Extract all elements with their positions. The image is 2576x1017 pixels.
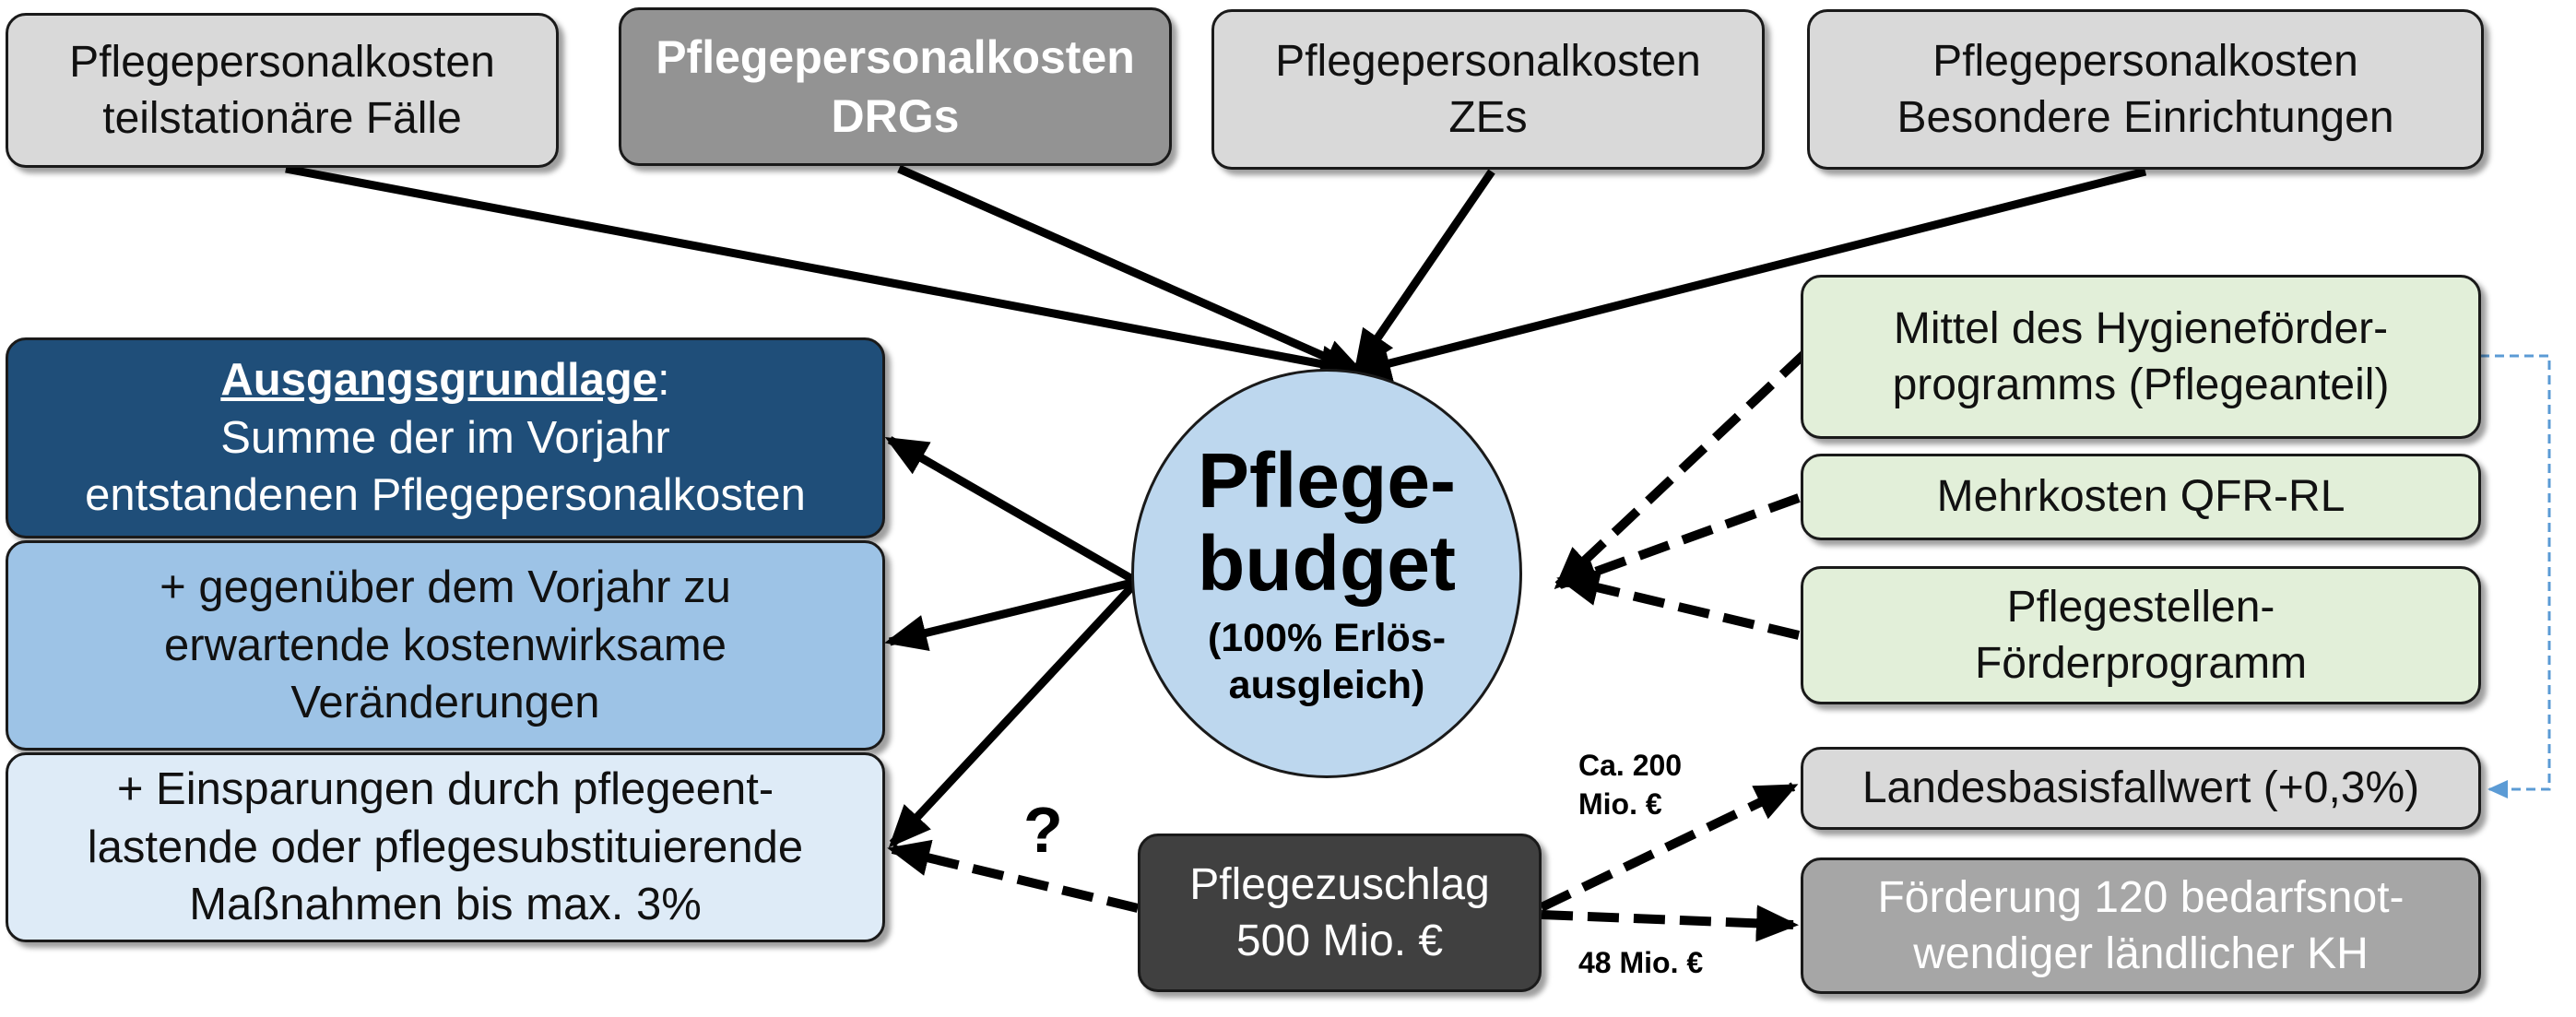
component-line-1: Summe der im Vorjahr (220, 412, 670, 463)
source-line-2: teilstationäre Fälle (102, 94, 462, 143)
source-box-qfr-rl: Mehrkosten QFR-RL (1801, 454, 2481, 540)
component-box-veraenderungen: + gegenüber dem Vorjahr zu erwartende ko… (6, 540, 885, 751)
dashed-arrow-qfr-to-budget (1554, 493, 1801, 590)
source-line-1: Mittel des Hygieneförder- (1893, 303, 2389, 353)
source-line-1: Mehrkosten QFR-RL (1936, 472, 2346, 522)
component-box-ausgangsgrundlage: Ausgangsgrundlage: Summe der im Vorjahr … (6, 337, 885, 538)
component-line-1: + Einsparungen durch pflegeent- (116, 763, 774, 814)
source-box-drgs: Pflegepersonalkosten DRGs (619, 7, 1172, 166)
source-line-1: Pflegepersonalkosten (656, 31, 1135, 83)
source-line-2: programms (Pflegeanteil) (1892, 361, 2390, 409)
component-box-einsparungen: + Einsparungen durch pflegeent- lastende… (6, 752, 885, 942)
dashed-arrow-zuschlag-to-foerderung (1541, 905, 1799, 942)
source-line-1: Pflegepersonalkosten (1275, 36, 1701, 86)
component-line-2: lastende oder pflegesubstituierende (87, 822, 804, 872)
component-heading-colon: : (657, 354, 670, 405)
amount-line-2: Mio. € (1578, 786, 1662, 821)
dashed-arrow-hygiene-to-budget (1554, 349, 1809, 590)
dashed-arrow-zuschlag-to-savings (887, 839, 1140, 913)
arrow-zes-to-budget (1353, 169, 1495, 373)
landesbasisfallwert-box: Landesbasisfallwert (+0,3%) (1801, 747, 2481, 830)
amount-label-48-mio: 48 Mio. € (1578, 946, 1704, 979)
source-line-2: Besondere Einrichtungen (1897, 93, 2394, 142)
source-box-pflegestellen-foerderprogramm: Pflegestellen- Förderprogramm (1801, 566, 2481, 704)
arrow-drgs-to-budget (897, 164, 1366, 377)
foerderung-line-2: wendiger ländlicher KH (1913, 929, 2369, 978)
question-mark-label: ? (1023, 794, 1063, 866)
pflegezuschlag-box: Pflegezuschlag 500 Mio. € (1138, 834, 1542, 992)
pflegebudget-circle: Pflege- budget (100% Erlös- ausgleich) (1131, 369, 1522, 778)
source-box-zes: Pflegepersonalkosten ZEs (1211, 9, 1765, 170)
landesbasisfallwert-label: Landesbasisfallwert (+0,3%) (1861, 763, 2420, 813)
amount-line-1: Ca. 200 (1578, 749, 1683, 782)
zuschlag-line-2: 500 Mio. € (1235, 916, 1444, 965)
source-box-teilstationaere-faelle: Pflegepersonalkosten teilstationäre Fäll… (6, 13, 559, 168)
component-line-2: erwartende kostenwirksame (163, 620, 727, 670)
amount-label-200-mio: Ca. 200 Mio. € (1578, 747, 1682, 823)
component-line-2: entstandenen Pflegepersonalkosten (85, 470, 806, 521)
arrow-budget-to-savings (888, 583, 1136, 848)
component-line-3: Veränderungen (290, 678, 600, 728)
source-box-hygienefoerderprogramm: Mittel des Hygieneförder- programms (Pfl… (1801, 275, 2481, 439)
source-line-2: ZEs (1448, 93, 1528, 142)
budget-subtitle-line-1: (100% Erlös- (1207, 615, 1447, 660)
component-line-1: + gegenüber dem Vorjahr zu (160, 562, 731, 612)
arrow-teilstationaer-to-budget (285, 164, 1363, 383)
source-line-2: DRGs (831, 90, 960, 142)
dashed-link-hygiene-to-landesbasisfallwert (2480, 354, 2551, 798)
source-line-2: Förderprogramm (1974, 639, 2308, 688)
dashed-arrow-pflegestellen-to-budget (1556, 569, 1801, 640)
source-line-1: Pflegestellen- (2006, 582, 2275, 632)
budget-title-line-1: Pflege- (1197, 436, 1457, 524)
component-line-3: Maßnahmen bis max. 3% (189, 880, 702, 930)
source-box-besondere-einrichtungen: Pflegepersonalkosten Besondere Einrichtu… (1807, 9, 2484, 170)
arrow-budget-to-base (884, 436, 1135, 583)
source-line-1: Pflegepersonalkosten (69, 37, 495, 87)
budget-subtitle-line-2: ausgleich) (1228, 662, 1425, 707)
arrow-budget-to-changes (884, 578, 1134, 651)
arrow-besondere-to-budget (1348, 167, 2147, 382)
budget-title-line-2: budget (1198, 520, 1456, 608)
component-heading: Ausgangsgrundlage (220, 354, 658, 405)
zuschlag-line-1: Pflegezuschlag (1189, 859, 1490, 909)
dashed-arrow-zuschlag-to-landesbasisfallwert (1539, 782, 1799, 912)
foerderung-line-1: Förderung 120 bedarfsnot- (1877, 872, 2405, 922)
source-line-1: Pflegepersonalkosten (1932, 36, 2358, 86)
foerderung-box: Förderung 120 bedarfsnot- wendiger ländl… (1801, 857, 2481, 994)
